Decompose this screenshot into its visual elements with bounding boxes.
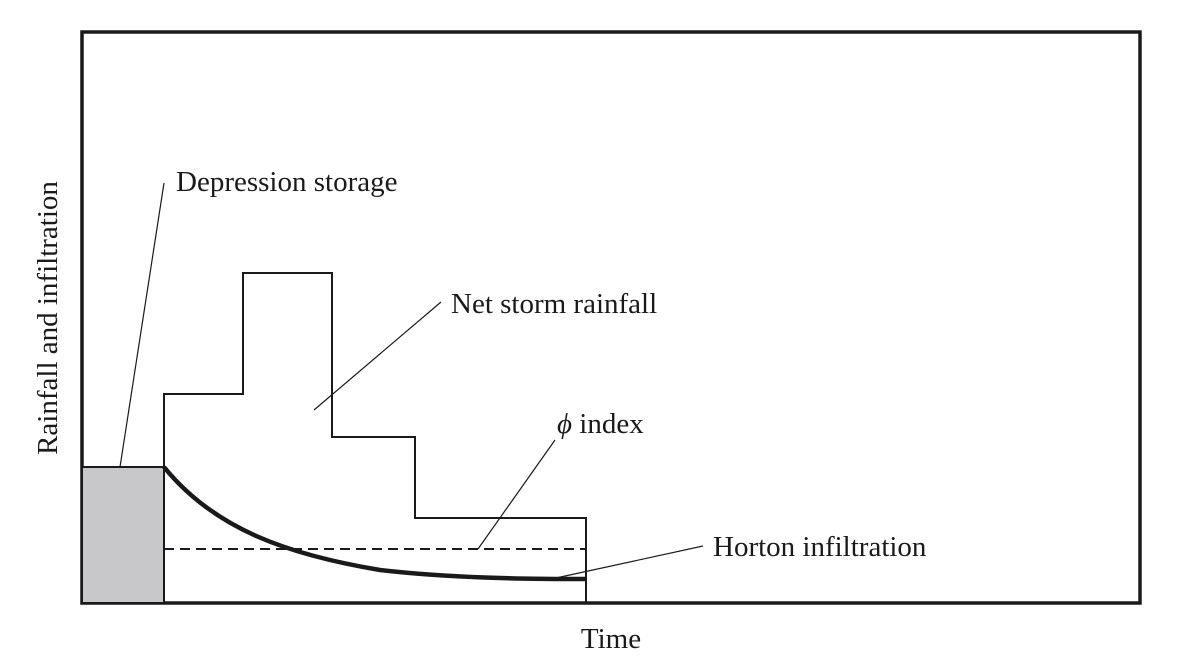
- y-axis-label: Rainfall and infiltration: [32, 181, 64, 455]
- plot-frame: [80, 30, 1142, 605]
- rainfall-hyetograph: [163, 272, 587, 603]
- x-axis-label: Time: [581, 623, 641, 655]
- horton-infiltration-leader: [555, 545, 704, 579]
- net-storm-rainfall-label: Net storm rainfall: [451, 288, 657, 320]
- net-storm-rainfall-leader: [313, 301, 442, 411]
- phi-index-label: ϕ index: [557, 408, 644, 440]
- horton-infiltration-label: Horton infiltration: [713, 531, 927, 563]
- horton-infiltration-curve: [162, 465, 587, 582]
- depression-storage-label: Depression storage: [176, 166, 397, 198]
- phi-index-text: index: [572, 408, 644, 440]
- phi-symbol: ϕ: [557, 408, 572, 440]
- phi-index-leader: [477, 439, 556, 550]
- depression-storage-leader: [119, 182, 165, 468]
- depression-storage-block: [81, 466, 165, 604]
